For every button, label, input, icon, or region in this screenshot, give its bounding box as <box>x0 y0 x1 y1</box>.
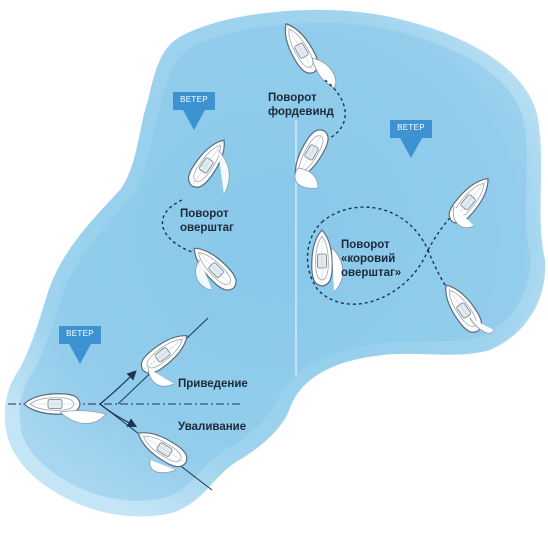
gybe-label-line1: Поворот <box>268 92 317 104</box>
heading-up-label: Приведение <box>178 378 248 390</box>
wind-arrow-icon <box>390 120 432 158</box>
wind-arrow-left-top: ВЕТЕР <box>171 92 217 132</box>
cow-tack-label-line1: Поворот <box>341 239 390 251</box>
cow-tack-label-line2: «коровий <box>341 253 396 265</box>
cow-tack-crossing <box>427 205 463 296</box>
wind-label: ВЕТЕР <box>180 95 208 104</box>
wind-label: ВЕТЕР <box>397 123 425 132</box>
tack-label: Поворот оверштаг <box>180 207 234 235</box>
wind-arrow-icon <box>59 326 101 364</box>
cow-tack-loop-left <box>306 206 429 305</box>
gybe-label: Поворот фордевинд <box>268 91 334 119</box>
gybe-label-line2: фордевинд <box>268 106 334 118</box>
tack-path <box>161 199 193 253</box>
wind-arrow-icon <box>173 92 215 130</box>
cow-tack-label-line3: оверштаг» <box>341 267 402 279</box>
wind-arrow-right: ВЕТЕР <box>388 120 434 160</box>
tack-label-line1: Поворот <box>180 208 229 220</box>
gybe-path <box>324 79 346 139</box>
wind-arrow-left-bottom: ВЕТЕР <box>57 326 103 366</box>
tack-label-line2: оверштаг <box>180 222 234 234</box>
bearing-away-label: Уваливание <box>178 421 247 433</box>
wind-label: ВЕТЕР <box>66 329 94 338</box>
cow-tack-label: Поворот «коровий оверштаг» <box>341 238 401 280</box>
